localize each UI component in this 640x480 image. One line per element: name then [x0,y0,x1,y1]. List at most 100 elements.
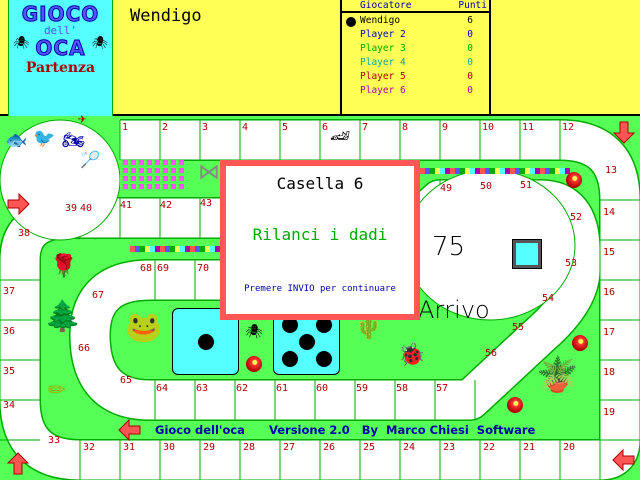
cell-23: 23 [443,442,456,453]
cell-15: 15 [603,247,616,258]
cell-39: 39 [65,203,78,214]
player-name: Wendigo [360,15,401,26]
cell-63: 63 [196,383,209,394]
cell-31: 31 [123,442,136,453]
race-car-token-icon: 🏎 [330,126,351,145]
cell-16: 16 [603,287,616,298]
cell-13: 13 [605,165,618,176]
direction-arrow-icon [7,192,30,216]
spider-icon: 🕷 [91,36,108,51]
finish-number: 75 [432,232,466,262]
cell-6: 6 [322,122,329,133]
dialog-title: Casella 6 [276,174,364,193]
spider-icon: 🕷 [245,324,263,340]
motorbike-token-icon: 🏍 [62,130,85,151]
logo-subtitle: dell' [43,24,78,37]
bird-token-icon: 🐦 [33,128,56,149]
cell-17: 17 [603,327,616,338]
cell-49: 49 [440,183,453,194]
cell-59: 59 [356,383,369,394]
column-points: Punti [458,0,487,11]
cell-69: 69 [157,263,170,274]
cell-20: 20 [563,442,576,453]
direction-arrow-icon [118,418,141,442]
frog-icon: 🐸 [125,310,163,345]
cell-26: 26 [323,442,336,453]
dialog-message: Rilanci i dadi [252,225,388,244]
cell-9: 9 [442,122,449,133]
dialog-hint: Premere INVIO per continuare [244,284,396,294]
cell-30: 30 [163,442,176,453]
logo-title-oca: OCA [35,36,86,61]
fish-token-icon: 🐟 [5,130,28,151]
cell-29: 29 [203,442,216,453]
cell-57: 57 [436,383,449,394]
cell-55: 55 [512,322,525,333]
cell-40: 40 [80,203,93,214]
direction-arrow-icon [612,448,635,472]
cell-1: 1 [122,122,129,133]
cell-22: 22 [483,442,496,453]
cell-34: 34 [3,400,16,411]
direction-arrow-icon [6,452,30,475]
cell-53: 53 [565,258,578,269]
cell-7: 7 [362,122,369,133]
flower-bed-decoration [120,160,184,192]
player-name: Player 4 [360,57,406,68]
cell-28: 28 [243,442,256,453]
cell-36: 36 [3,326,16,337]
cell-35: 35 [3,366,16,377]
logo: GIOCO dell' OCA Partenza 🕷 🕷 [8,0,113,116]
die-pip [316,351,332,367]
cell-10: 10 [482,122,495,133]
ball-icon [566,172,582,188]
message-dialog[interactable]: Casella 6 Rilanci i dadi Premere INVIO p… [220,160,420,320]
tree-icon: 🌲 [44,299,82,334]
cell-66: 66 [78,343,91,354]
die-pip [282,351,298,367]
cell-37: 37 [3,286,16,297]
racket-token-icon: 🏸 [80,150,100,169]
cell-11: 11 [522,122,535,133]
player-points: 0 [467,43,473,54]
ball-icon [246,356,262,372]
direction-arrow-icon [612,121,636,144]
cell-61: 61 [276,383,289,394]
pencil-icon: ✏ [48,369,67,404]
player-name: Player 3 [360,43,406,54]
scoreboard-row: Player 6 0 [342,85,489,99]
start-label: Partenza [25,60,96,76]
cell-24: 24 [403,442,416,453]
cell-38: 38 [18,228,31,239]
cell-2: 2 [162,122,169,133]
player-points: 6 [467,15,473,26]
cell-25: 25 [363,442,376,453]
die-pip [316,317,332,333]
cell-33: 33 [48,435,61,446]
cell-32: 32 [83,442,96,453]
cell-43: 43 [200,198,213,209]
cell-14: 14 [603,207,616,218]
footer-version: Versione 2.0 [268,423,350,437]
cell-60: 60 [316,383,329,394]
ball-icon [507,397,523,413]
beetle-icon: 🐞 [398,343,426,368]
cell-51: 51 [520,180,533,191]
cell-50: 50 [480,181,493,192]
player-points: 0 [467,85,473,96]
cell-58: 58 [396,383,409,394]
scoreboard-header: Giocatore Punti [342,0,489,13]
die-pip [299,334,315,350]
logo-title: GIOCO [21,2,100,27]
potted-plant-icon: 🪴 [536,355,579,395]
cell-52: 52 [570,212,583,223]
cell-70: 70 [197,263,210,274]
footer-credits: Gioco dell'oca Versione 2.0 By Marco Chi… [155,423,535,437]
player-name: Player 6 [360,85,406,96]
cell-68: 68 [140,263,153,274]
die-pip [282,317,298,333]
cell-5: 5 [282,122,289,133]
